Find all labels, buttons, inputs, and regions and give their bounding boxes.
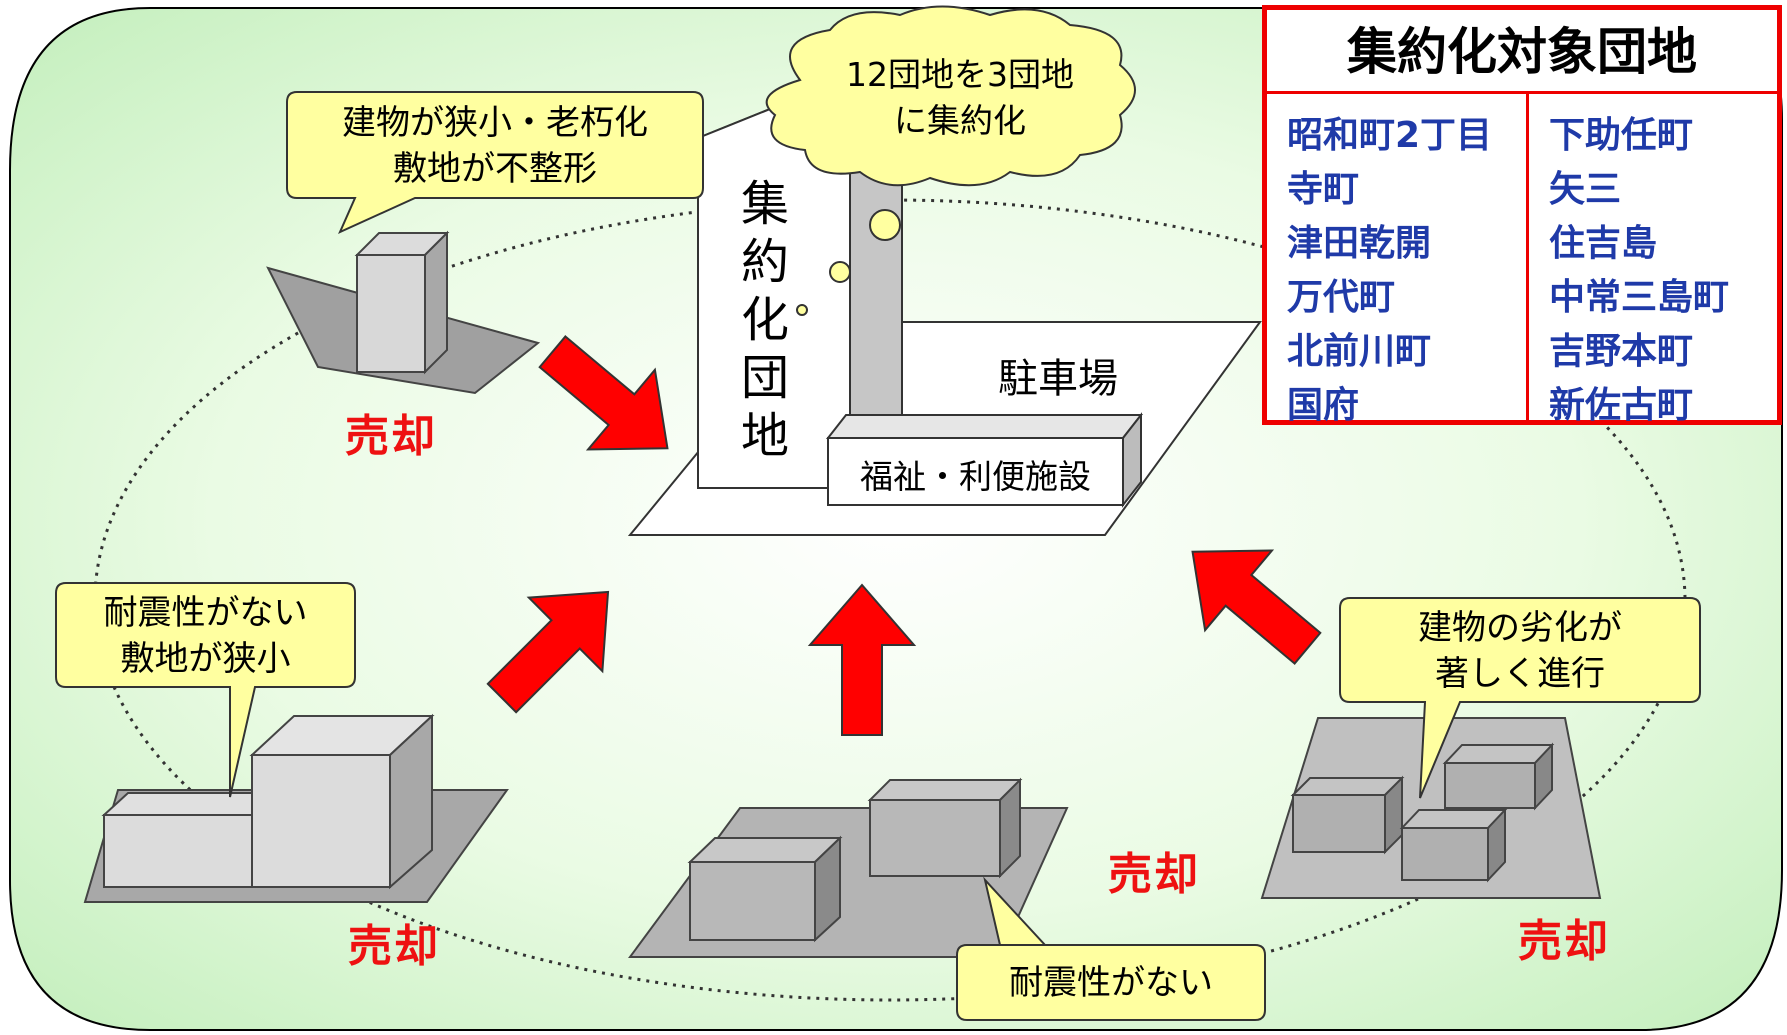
town-item: 寺町	[1287, 169, 1360, 210]
building-bottom-center-back	[869, 799, 1001, 877]
target-complex-table: 集約化対象団地 昭和町2丁目 寺町 津田乾開 万代町 北前川町 国府 下助任町 …	[1262, 5, 1782, 426]
building-bottom-left-small	[103, 814, 253, 888]
arrow-bottom-center	[807, 583, 917, 736]
town-item: 津田乾開	[1287, 223, 1432, 264]
sell-label-bottom-center: 売却	[1108, 849, 1200, 900]
callout-right-line-1: 建物の劣化が	[1418, 608, 1622, 648]
welfare-box	[827, 437, 1124, 506]
town-item: 昭和町2丁目	[1287, 115, 1493, 156]
building-bottom-left-large	[251, 754, 391, 888]
cloud-bubble	[765, 5, 1136, 316]
parking-label: 駐車場	[998, 356, 1118, 402]
callout-bottom-center-line-1: 耐震性がない	[1009, 963, 1213, 1003]
callout-right-line-2: 著しく進行	[1435, 654, 1605, 694]
callout-mid-left-line-1: 耐震性がない	[103, 593, 308, 633]
callout-bottom-center-shape	[956, 876, 1266, 1021]
callout-right-shape	[1339, 597, 1701, 799]
table-column-left: 昭和町2丁目 寺町 津田乾開 万代町 北前川町 国府	[1267, 94, 1529, 426]
cloud-text: 12団地を3団地 に集約化	[820, 52, 1100, 144]
town-item: 新佐古町	[1549, 385, 1694, 426]
callout-top-left-line-1: 建物が狭小・老朽化	[342, 103, 648, 143]
callout-top-left-line-2: 敷地が不整形	[393, 149, 597, 189]
cloud-line-1: 12団地を3団地	[846, 55, 1074, 94]
callout-bottom-center: 耐震性がない	[957, 960, 1265, 1006]
callout-top-left: 建物が狭小・老朽化 敷地が不整形	[287, 100, 703, 192]
town-item: 矢三	[1549, 169, 1622, 210]
arrow-right	[1191, 549, 1322, 665]
building-right-front	[1401, 827, 1489, 881]
welfare-label: 福祉・利便施設	[860, 457, 1091, 496]
town-item: 下助任町	[1549, 115, 1694, 156]
building-right-back	[1444, 762, 1536, 809]
sell-label-bottom-left: 売却	[348, 921, 440, 972]
sell-label-top-left: 売却	[345, 411, 437, 462]
central-building-label: 集約化団地	[735, 175, 795, 465]
callout-mid-left-line-2: 敷地が狭小	[120, 639, 291, 679]
table-column-right: 下助任町 矢三 住吉島 中常三島町 吉野本町 新佐古町	[1529, 94, 1777, 426]
town-item: 国府	[1287, 385, 1360, 426]
town-item: 万代町	[1287, 277, 1396, 318]
sell-label-right: 売却	[1518, 916, 1610, 967]
town-item: 北前川町	[1287, 331, 1432, 372]
town-item: 中常三島町	[1549, 277, 1730, 318]
central-pillar	[849, 139, 903, 441]
town-item: 吉野本町	[1549, 331, 1694, 372]
arrow-top-left	[538, 335, 669, 451]
callout-mid-left-shape	[55, 582, 356, 798]
callout-right: 建物の劣化が 著しく進行	[1340, 605, 1700, 697]
table-title: 集約化対象団地	[1267, 10, 1777, 94]
building-bottom-center-front	[689, 861, 816, 941]
callout-top-left-shape	[286, 91, 704, 234]
cloud-line-2: に集約化	[894, 101, 1026, 140]
callout-mid-left: 耐震性がない 敷地が狭小	[56, 590, 355, 682]
town-item: 住吉島	[1549, 223, 1658, 264]
central-building-text: 集約化団地	[740, 176, 789, 464]
building-right-left	[1292, 794, 1386, 853]
building-top-left	[356, 254, 426, 373]
arrow-bottom-left	[486, 590, 610, 714]
